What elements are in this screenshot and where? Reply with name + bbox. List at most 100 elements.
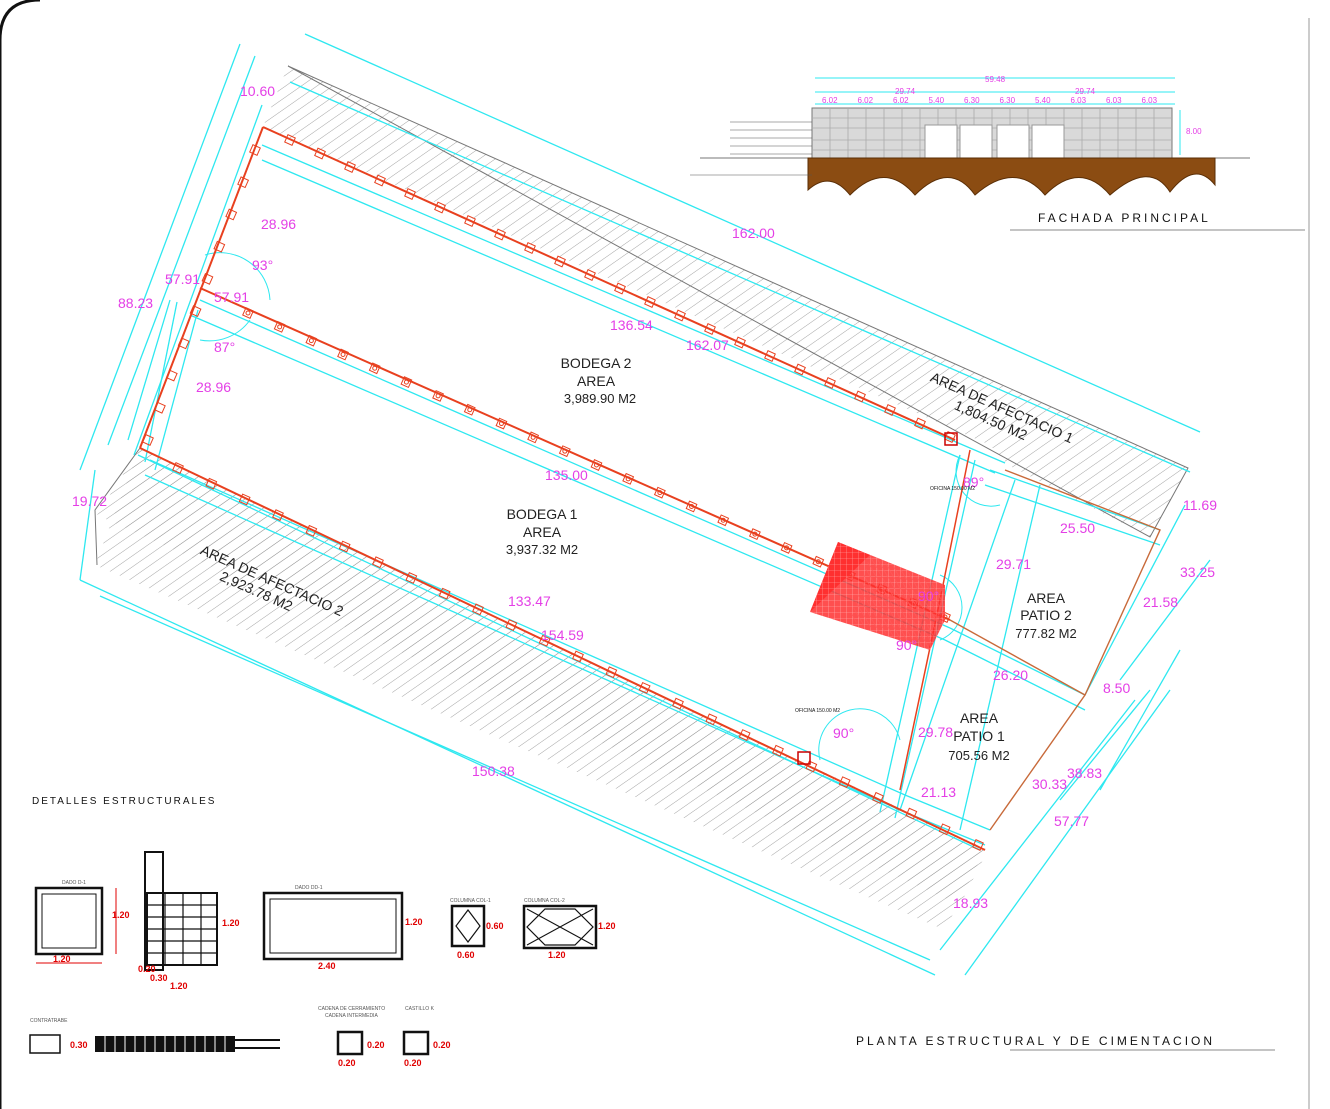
dim-33-25: 33.25: [1180, 564, 1215, 580]
facade-bay-dim: 6.02: [822, 96, 838, 105]
angle-90-c: 90°: [833, 725, 854, 741]
dim-57-77: 57.77: [1054, 813, 1089, 829]
svg-text:1.20: 1.20: [112, 910, 130, 920]
svg-text:1.20: 1.20: [53, 954, 71, 964]
footing-marker: [734, 336, 746, 349]
detail-cadena: CADENA DE CERRAMIENTO CADENA INTERMEDIA …: [318, 1006, 385, 1068]
footing-marker: [153, 401, 166, 414]
footing-marker: [538, 634, 551, 647]
svg-text:COLUMNA COL-1: COLUMNA COL-1: [450, 898, 491, 904]
patio-2-label: AREA: [1027, 590, 1066, 606]
svg-text:0.60: 0.60: [457, 950, 475, 960]
footing-marker: [405, 572, 418, 584]
facade-total-dim: 59.48: [985, 75, 1006, 84]
dim-18-93: 18.93: [953, 895, 988, 911]
column-marker: [372, 365, 378, 371]
dim-26-20: 26.20: [993, 667, 1028, 683]
footing-marker: [305, 524, 318, 537]
footing-marker: [705, 713, 718, 726]
footing-marker: [314, 147, 326, 160]
dimension-labels: 10.60 88.23 19.72 57.91 57.91 28.96 28.9…: [72, 83, 1217, 911]
svg-text:1.20: 1.20: [405, 917, 423, 927]
dim-162-00: 162.00: [732, 225, 775, 241]
footing-marker: [494, 228, 506, 241]
dim-29-71: 29.71: [996, 556, 1031, 572]
footing-marker: [142, 434, 154, 446]
footing-marker: [432, 389, 445, 402]
footing-marker: [794, 363, 806, 376]
facade-bay-dim: 6.03: [1142, 96, 1158, 105]
footing-marker: [434, 201, 446, 214]
dim-88-23: 88.23: [118, 295, 153, 311]
patio-1-label: AREA: [960, 710, 999, 726]
svg-text:COLUMNA COL-2: COLUMNA COL-2: [524, 898, 565, 904]
footing-marker: [738, 729, 751, 741]
facade-half-b: 29.74: [1075, 87, 1096, 96]
column-marker: [625, 476, 631, 482]
facade-bay-dim: 6.30: [964, 96, 980, 105]
footing-marker: [225, 208, 238, 221]
dim-10-60: 10.60: [240, 83, 275, 99]
footing-marker: [400, 376, 413, 389]
dim-29-78: 29.78: [918, 724, 953, 740]
footing-marker: [780, 541, 793, 554]
angle-93: 93°: [252, 257, 273, 273]
hatched-zone-afectacion-1: [263, 66, 1188, 537]
facade-bay-dim: 6.02: [893, 96, 909, 105]
detail-dado-2: DADO DD-1 2.40 1.20: [262, 885, 423, 971]
footing-marker: [884, 404, 896, 416]
column-marker: [467, 407, 473, 413]
svg-text:DADO DD-1: DADO DD-1: [295, 885, 323, 891]
dim-11-69: 11.69: [1183, 497, 1217, 513]
footing-marker: [764, 350, 776, 362]
footing-marker: [838, 776, 851, 789]
svg-text:0.20: 0.20: [138, 964, 156, 974]
footing-marker: [337, 348, 349, 361]
footing-marker: [638, 681, 651, 694]
detail-dado-1: DADO D-1 1.20 1.20: [34, 880, 130, 964]
foundation-soil: [807, 157, 1216, 196]
footing-marker: [237, 176, 250, 189]
dim-133-47: 133.47: [508, 593, 551, 609]
footing-marker: [748, 528, 761, 541]
footing-marker: [272, 509, 284, 522]
svg-text:0.60: 0.60: [486, 921, 504, 931]
dim-154-59: 154.59: [541, 627, 584, 643]
footing-marker: [404, 188, 416, 200]
footing-marker: [242, 307, 254, 319]
oficina-note-b: OFICINA 150.00 M2: [795, 708, 840, 714]
svg-text:CASTILLO K: CASTILLO K: [405, 1006, 435, 1012]
svg-text:1.20: 1.20: [222, 918, 240, 928]
bodega-2-area: 3,989.90 M2: [564, 391, 636, 406]
column-marker: [784, 545, 790, 551]
footing-marker: [572, 650, 584, 663]
svg-text:1.20: 1.20: [598, 921, 616, 931]
facade-bay-dim: 6.02: [858, 96, 874, 105]
footing-marker: [824, 377, 836, 389]
footing-marker: [372, 556, 384, 569]
footing-marker: [464, 215, 476, 227]
dim-162-07: 162.07: [686, 337, 729, 353]
facade-bay-dim: 5.40: [929, 96, 945, 105]
footing-marker: [590, 459, 603, 471]
dim-28-96-b: 28.96: [196, 379, 231, 395]
column-marker: [530, 434, 536, 440]
column-marker: [498, 421, 504, 427]
footing-marker: [338, 540, 351, 553]
svg-text:0.20: 0.20: [367, 1040, 385, 1050]
footing-marker: [524, 242, 536, 254]
footing-marker: [554, 255, 566, 268]
column-marker: [308, 338, 314, 344]
footing-marker: [614, 282, 626, 295]
footing-marker: [249, 144, 261, 156]
bodega-1-label: AREA: [523, 524, 562, 540]
dim-136-54: 136.54: [610, 317, 653, 333]
footing-marker: [972, 839, 984, 851]
footing-marker: [344, 161, 356, 173]
footing-marker: [674, 309, 686, 322]
dim-25-50: 25.50: [1060, 520, 1095, 536]
angle-90-b: 90°: [896, 637, 917, 653]
footing-marker: [644, 296, 656, 308]
footing-marker: [172, 462, 184, 474]
